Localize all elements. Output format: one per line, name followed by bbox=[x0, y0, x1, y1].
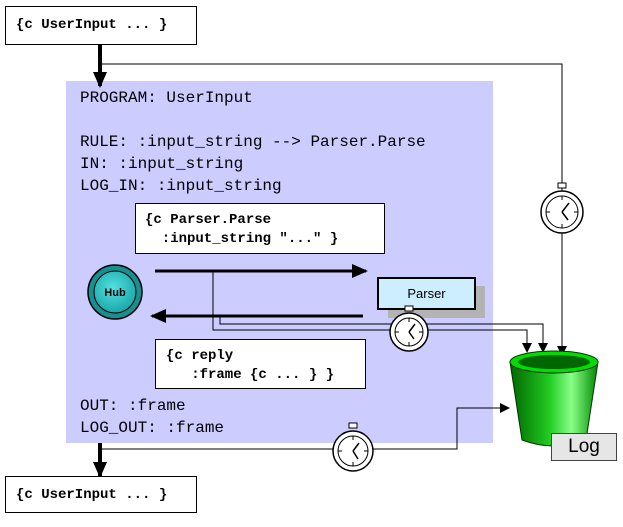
parse-message-line2: :input_string "..." } bbox=[145, 231, 339, 247]
log-label: Log bbox=[568, 436, 600, 457]
log-in-line bbox=[100, 63, 567, 356]
outgoing-message-box: {c UserInput ... } bbox=[5, 476, 197, 513]
program-rule: RULE: :input_string --> Parser.Parse bbox=[80, 133, 426, 151]
program-in: IN: :input_string bbox=[80, 155, 244, 173]
program-log-in: LOG_IN: :input_string bbox=[80, 177, 282, 195]
reply-message-line2: :frame {c ... } } bbox=[166, 367, 335, 383]
outgoing-message-text: {c UserInput ... } bbox=[16, 487, 168, 503]
reply-message-line1: {c reply bbox=[166, 348, 234, 364]
incoming-message-text: {c UserInput ... } bbox=[16, 17, 168, 33]
reply-message-box: {c reply :frame {c ... } } bbox=[155, 339, 366, 389]
stopwatch-icon bbox=[389, 305, 429, 352]
log-out-line bbox=[100, 403, 510, 450]
program-out: OUT: :frame bbox=[80, 397, 186, 415]
log-line-a bbox=[212, 271, 532, 353]
log-line-b bbox=[219, 316, 548, 353]
stopwatch-icon bbox=[332, 422, 374, 472]
stopwatch-icon bbox=[540, 182, 584, 234]
incoming-message-box: {c UserInput ... } bbox=[5, 6, 197, 45]
parser-label: Parser bbox=[407, 286, 446, 301]
parser-server-box: Parser bbox=[377, 277, 476, 310]
program-title: PROGRAM: UserInput bbox=[80, 89, 253, 107]
log-bin-icon bbox=[509, 350, 599, 447]
parse-message-line1: {c Parser.Parse bbox=[145, 212, 272, 228]
parse-message-box: {c Parser.Parse :input_string "..." } bbox=[135, 203, 385, 254]
hub-label: Hub bbox=[104, 287, 126, 299]
log-label-box: Log bbox=[551, 433, 617, 461]
hub-icon bbox=[87, 264, 143, 320]
program-log-out: LOG_OUT: :frame bbox=[80, 419, 225, 437]
